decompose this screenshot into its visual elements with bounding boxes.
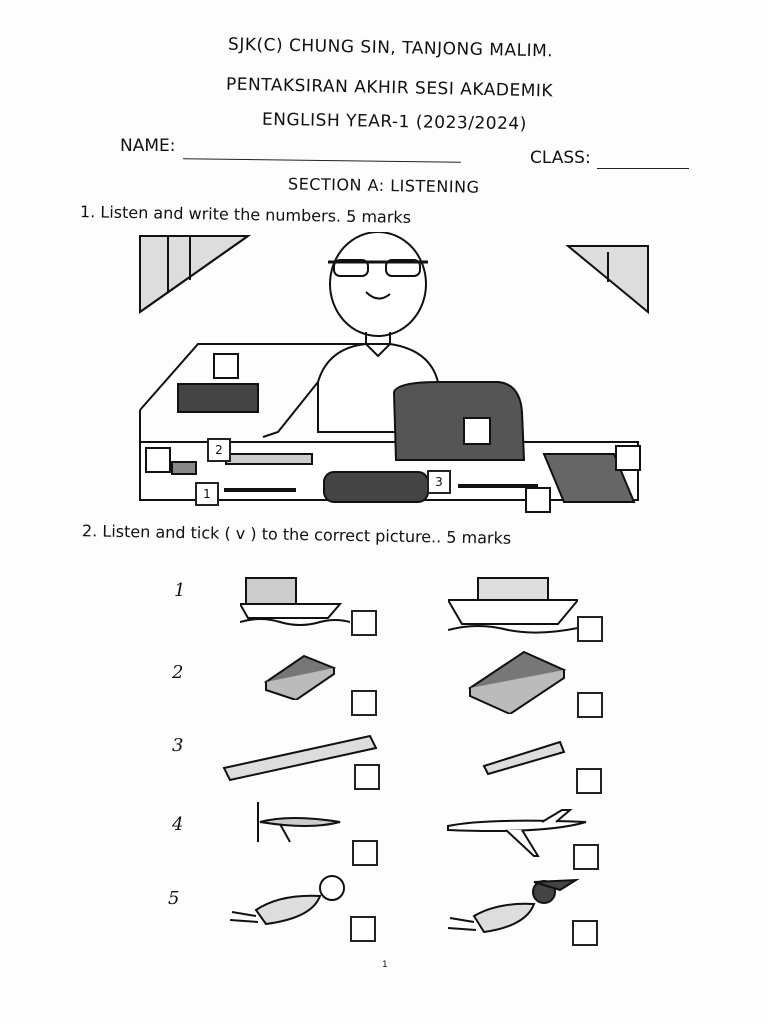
row-number-1: 1 [174,580,186,601]
row-number-3: 3 [172,735,184,756]
section-title: SECTION A: LISTENING [287,174,480,197]
question-2-instruction: 2. Listen and tick ( v ) to the correct … [81,521,512,548]
page-number: 1 [382,960,388,970]
name-field[interactable] [183,158,461,163]
long-ruler-icon [222,734,378,782]
big-plane-icon [447,809,587,857]
tick-box-2-right[interactable] [577,692,603,718]
row-number-2: 2 [172,662,184,683]
school-name: SJK(C) CHUNG SIN, TANJONG MALIM. [227,34,554,62]
tick-box-3-left[interactable] [354,764,380,790]
tick-box-1-left[interactable] [351,610,377,636]
girl-flying-hat-icon [448,878,580,934]
scene-number-box-3: 3 [427,470,451,494]
tick-box-1-right[interactable] [577,616,603,642]
name-label: NAME: [120,136,176,156]
small-book-icon [264,654,336,700]
scene-number-box-1: 1 [195,482,219,506]
row-number-4: 4 [172,814,184,835]
tick-box-2-left[interactable] [351,690,377,716]
big-book-icon [468,650,566,714]
assessment-title: PENTAKSIRAN AKHIR SESI AKADEMIK [225,74,554,102]
class-label: CLASS: [530,148,591,168]
small-boat-icon [240,577,350,626]
scene-number-box-2: 2 [207,438,231,462]
tick-box-4-left[interactable] [352,840,378,866]
classroom-scene-image [139,232,649,513]
tick-box-4-right[interactable] [573,844,599,870]
class-field[interactable] [597,168,689,169]
subject-title: ENGLISH YEAR-1 (2023/2024) [261,109,528,135]
girl-flying-icon [230,875,345,926]
big-ship-icon [448,577,578,634]
row-number-5: 5 [168,888,180,909]
tick-box-3-right[interactable] [576,768,602,794]
small-plane-icon [257,802,341,843]
question-1-instruction: 1. Listen and write the numbers. 5 marks [79,202,412,227]
tick-box-5-left[interactable] [350,916,376,942]
tick-box-5-right[interactable] [572,920,598,946]
short-ruler-icon [482,740,566,776]
